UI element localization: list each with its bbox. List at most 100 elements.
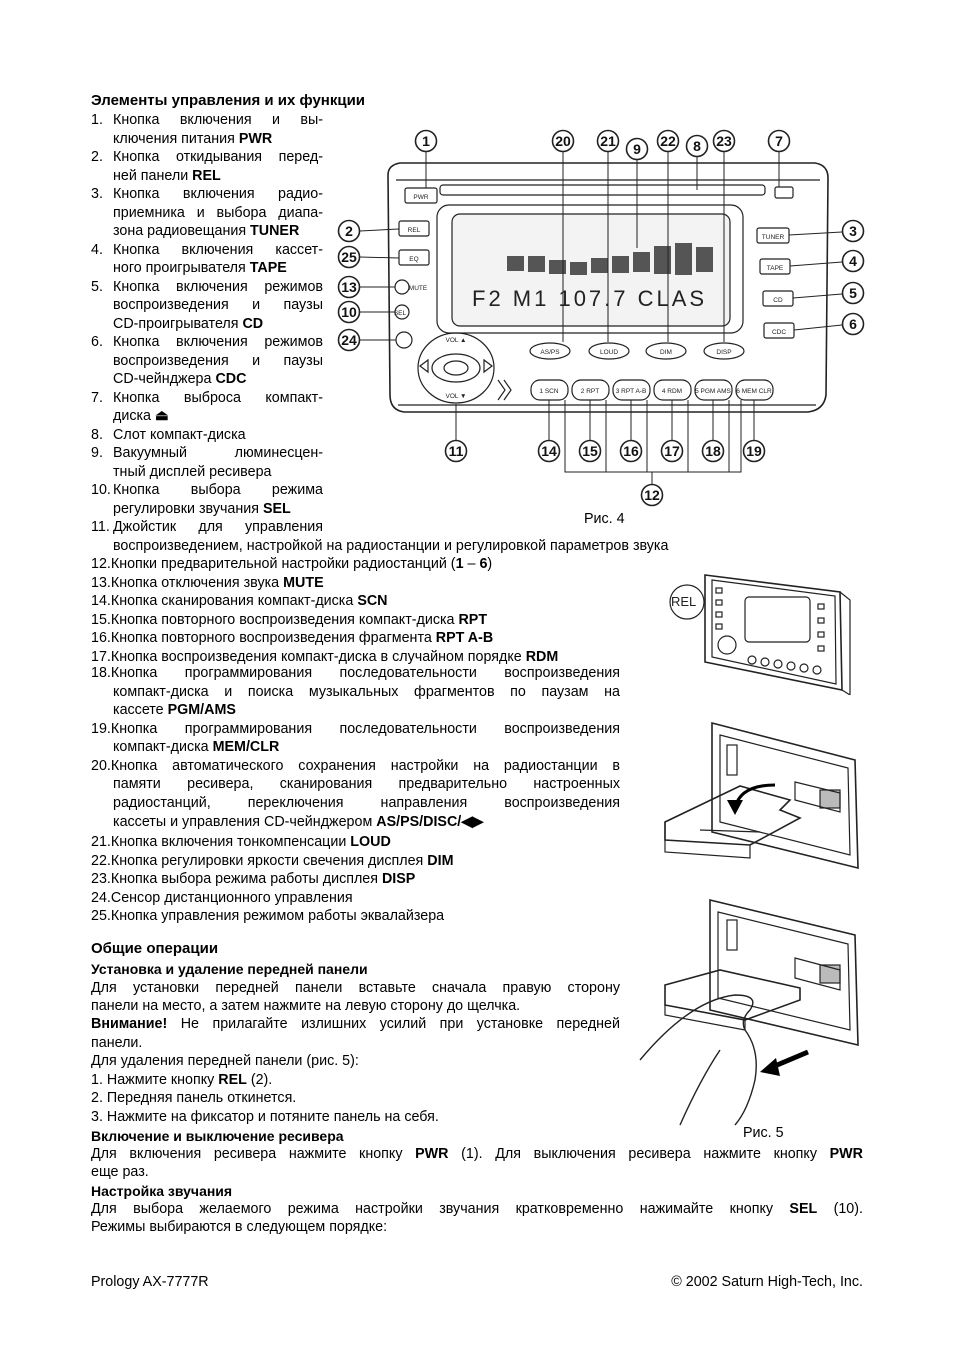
item-20-line2: памяти ресивера, сканирования предварите… xyxy=(113,776,620,792)
svg-text:CDC: CDC xyxy=(772,329,786,336)
callout-circle xyxy=(337,219,361,243)
svg-text:6 MEM CLR: 6 MEM CLR xyxy=(736,388,772,395)
callout-number: 17 xyxy=(664,443,680,459)
callout-number: 11 xyxy=(449,443,464,459)
control-item-6-line3: CD-чейнджера CDC xyxy=(113,371,247,387)
callout-circle xyxy=(596,129,620,153)
callout-circle xyxy=(444,439,468,463)
section-heading-general: Общие операции xyxy=(91,940,219,957)
control-item-17: 17.Кнопка воспроизведения компакт-диска … xyxy=(91,649,559,665)
control-item-8-line1: 8.Слот компакт-диска xyxy=(91,426,246,443)
control-item-2-line1: 2.Кнопка откидывания перед- xyxy=(91,149,323,165)
item-19-line1: 19.Кнопка программирования последователь… xyxy=(91,721,620,737)
joystick xyxy=(417,332,495,404)
svg-text:5 PGM AMS: 5 PGM AMS xyxy=(695,388,731,395)
svg-text:DIM: DIM xyxy=(660,349,672,356)
control-item-3-line1: 3.Кнопка включения радио- xyxy=(91,186,323,202)
callout-circle xyxy=(841,281,865,305)
control-item-9-line1: 9.Вакуумный люминесцен- xyxy=(91,445,323,461)
callout-circle xyxy=(841,219,865,243)
front-panel-diagram: F2 M1 107.7 CLAS PWR REL EQ MUTE SEL TUN… xyxy=(337,129,865,507)
callout-number: 6 xyxy=(849,316,857,332)
control-item-5-line1: 5.Кнопка включения режимов xyxy=(91,278,323,295)
footer-copyright: © 2002 Saturn High-Tech, Inc. xyxy=(671,1274,863,1290)
power-para-line2: еще раз. xyxy=(91,1164,149,1180)
callout-circle xyxy=(337,300,361,324)
section-heading-controls: Элементы управления и их функции xyxy=(91,92,366,109)
callout-circle xyxy=(660,439,684,463)
eject-button xyxy=(774,186,794,199)
svg-text:MUTE: MUTE xyxy=(409,285,428,292)
callout-number: 22 xyxy=(660,133,676,149)
callout-circle xyxy=(640,483,664,507)
svg-text:2 RPT: 2 RPT xyxy=(581,388,599,395)
callout-number: 7 xyxy=(775,133,783,149)
svg-text:1 SCN: 1 SCN xyxy=(539,388,558,395)
warning-line1: Внимание! Не прилагайте излишних усилий … xyxy=(91,1016,620,1032)
tuner-button xyxy=(756,227,790,244)
remove-step-3: 3. Нажмите на фиксатор и потяните панель… xyxy=(91,1109,439,1125)
control-item-10-line2: регулировки звучания SEL xyxy=(113,500,291,517)
svg-text:3 RPT A-B: 3 RPT A-B xyxy=(616,388,647,395)
asps-button xyxy=(529,342,571,360)
callout-circle xyxy=(685,134,709,158)
svg-text:SEL: SEL xyxy=(394,310,407,317)
power-para-line1: Для включения ресивера нажмите кнопку PW… xyxy=(91,1146,863,1162)
callout-number: 8 xyxy=(693,138,701,154)
svg-text:VOL ▼: VOL ▼ xyxy=(445,393,466,400)
subheading-power: Включение и выключение ресивера xyxy=(91,1128,344,1144)
callout-number: 24 xyxy=(341,332,357,348)
callout-number: 19 xyxy=(746,443,762,459)
sound-para-line1: Для выбора желаемого режима настройки зв… xyxy=(91,1201,863,1217)
tape-button xyxy=(759,258,791,275)
control-item-2-line2: ней панели REL xyxy=(113,167,221,184)
sound-para-line2: Режимы выбираются в следующем порядке: xyxy=(91,1219,388,1235)
item-20-line3: радиостанций, переключения направления в… xyxy=(113,795,620,811)
callout-circle xyxy=(625,137,649,161)
control-item-4-line2: ного проигрывателя TAPE xyxy=(113,260,287,276)
callout-circle xyxy=(619,439,643,463)
remove-intro: Для удаления передней панели (рис. 5): xyxy=(91,1053,359,1069)
callout-number: 21 xyxy=(600,133,616,149)
callout-circle xyxy=(841,312,865,336)
callout-circle xyxy=(337,328,361,352)
svg-text:DISP: DISP xyxy=(716,349,731,356)
pwr-button xyxy=(404,187,438,204)
control-item-11-line2: воспроизведением, настройкой на радиоста… xyxy=(113,537,669,554)
control-item-24: 24.Сенсор дистанционного управления xyxy=(91,889,353,906)
svg-text:VOL ▲: VOL ▲ xyxy=(445,337,466,344)
callout-number: 12 xyxy=(644,487,660,503)
callout-circle xyxy=(337,275,361,299)
item-18-line2: компакт-диска и поиска музыкальных фрагм… xyxy=(113,684,620,700)
control-item-15: 15.Кнопка повторного воспроизведения ком… xyxy=(91,611,488,628)
callout-circle xyxy=(701,439,725,463)
callout-circle xyxy=(712,129,736,153)
warning-line2: панели. xyxy=(91,1035,143,1051)
remove-step-2: 2. Передняя панель откинется. xyxy=(91,1090,297,1106)
callout-circle xyxy=(337,245,361,269)
callout-number: 18 xyxy=(705,443,721,459)
item-18-line1: 18.Кнопка программирования последователь… xyxy=(91,665,620,681)
callout-number: 15 xyxy=(582,443,598,459)
callout-number: 23 xyxy=(716,133,732,149)
callout-number: 25 xyxy=(341,249,357,265)
rel-button xyxy=(398,220,430,237)
cdc-button xyxy=(763,322,795,339)
svg-text:CD: CD xyxy=(773,297,783,304)
control-item-9-line2: тный дисплей ресивера xyxy=(113,463,272,480)
svg-text:PWR: PWR xyxy=(413,194,428,201)
control-item-25: 25.Кнопка управления режимом работы эква… xyxy=(91,908,445,925)
footer-model: Prology AX-7777R xyxy=(91,1274,209,1290)
install-para-line2: панели на место, а затем нажмите на леву… xyxy=(91,998,521,1014)
control-item-11-line1: 11.Джойстик для управления xyxy=(91,519,323,535)
loud-button xyxy=(588,342,630,360)
control-item-12: 12.Кнопки предварительной настройки ради… xyxy=(91,556,493,572)
callout-circle xyxy=(551,129,575,153)
control-item-4-line1: 4.Кнопка включения кассет- xyxy=(91,241,323,258)
control-item-14: 14.Кнопка сканирования компакт-диска SCN xyxy=(91,593,388,610)
callout-number: 14 xyxy=(541,443,557,459)
control-item-21: 21.Кнопка включения тонкомпенсации LOUD xyxy=(91,834,391,850)
cd-button xyxy=(762,290,794,307)
rel-label: REL xyxy=(671,594,696,609)
callout-circle xyxy=(537,439,561,463)
